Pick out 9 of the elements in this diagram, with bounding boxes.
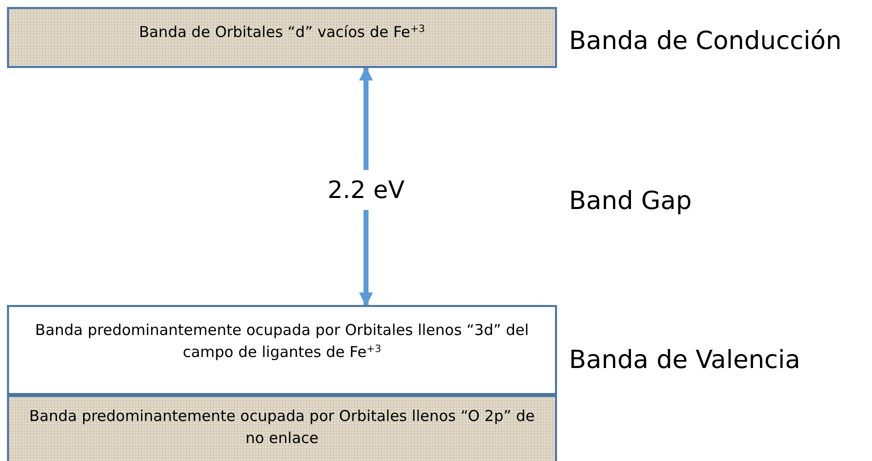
band-label: Banda de Valencia <box>569 344 800 376</box>
band-text: Banda predominantemente ocupada por Orbitales llenos “O 2p” de no enlace <box>28 406 536 449</box>
band-label: Band Gap <box>569 185 692 217</box>
band-label: Banda de Conducción <box>569 25 842 57</box>
band-text: Banda de Orbitales “d” vacíos de Fe$^{+3}$ <box>138 22 426 43</box>
band-text: Banda predominantemente ocupada por Orbitales llenos “3d” del campo de ligantes de Fe$^{+3}$ <box>34 320 530 363</box>
band-box <box>7 305 557 395</box>
textured-band-box <box>7 395 557 461</box>
textured-band-box <box>7 7 557 68</box>
